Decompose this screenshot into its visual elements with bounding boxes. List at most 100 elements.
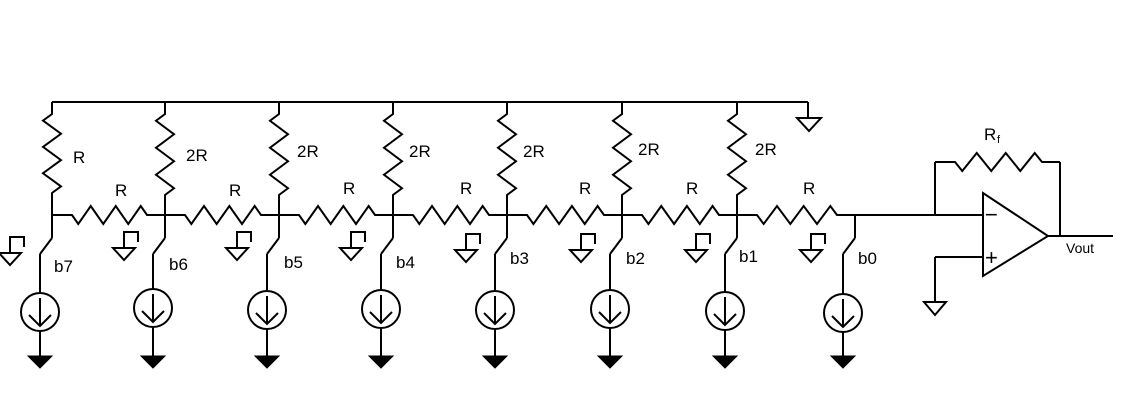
current-arrow-head (483, 312, 507, 326)
output-label: Vout (1066, 240, 1094, 256)
switch-off-ground-1 (223, 231, 252, 262)
switch-label-b2: b2 (626, 249, 645, 268)
series-resistor-0 (52, 204, 165, 226)
switch-blade (842, 237, 856, 255)
current-arrow-head (713, 313, 737, 327)
switch-blade (266, 237, 280, 255)
switch-7 (842, 215, 856, 356)
supply-arrow-icon-4 (481, 355, 509, 369)
current-arrow-head (255, 312, 279, 326)
resistor-zigzag (52, 204, 165, 226)
ground-lead (810, 233, 826, 250)
opamp-inverting-sign: − (985, 202, 998, 227)
shunt-resistor-label-2: 2R (297, 142, 319, 161)
shunt-resistor-2 (268, 102, 290, 207)
series-resistor-label-6: R (803, 179, 815, 198)
current-source-circle (20, 292, 60, 332)
resistor-zigzag (496, 102, 518, 207)
series-resistor-5 (622, 204, 737, 226)
switch-off-ground-3 (452, 233, 481, 264)
switch-label-b3: b3 (510, 249, 529, 268)
current-source-1 (133, 288, 173, 328)
current-arrow-head (369, 311, 393, 325)
resistor-zigzag (393, 204, 507, 226)
shunt-resistor-6 (726, 102, 748, 207)
current-source-circle (823, 293, 863, 333)
resistor-zigzag (279, 204, 393, 226)
switch-3 (380, 215, 394, 356)
opamp-ground-icon (921, 301, 949, 317)
ground-icon (337, 247, 365, 262)
ground-lead (123, 231, 139, 248)
series-resistor-4 (507, 204, 622, 226)
switch-blade (380, 237, 394, 255)
switch-blade (152, 237, 166, 255)
supply-arrow-icon-0 (26, 355, 54, 369)
shunt-resistor-label-4: 2R (523, 142, 545, 161)
ground-icon (223, 247, 251, 262)
switch-blade (494, 237, 508, 255)
series-resistor-6 (737, 204, 855, 226)
series-resistor-label-1: R (229, 181, 241, 200)
switch-4 (494, 215, 508, 356)
switch-off-ground-b7 (0, 236, 25, 267)
current-source-circle (590, 289, 630, 329)
opamp-triangle (982, 191, 1050, 278)
supply-arrow-icon-3 (367, 355, 395, 369)
shunt-resistor-label-5: 2R (638, 140, 660, 159)
switch-label-b0: b0 (858, 249, 877, 268)
ground-icon (452, 249, 480, 264)
shunt-resistor-5 (611, 102, 633, 207)
series-resistor-3 (393, 204, 507, 226)
ground-icon (567, 249, 595, 264)
resistor-zigzag (41, 102, 63, 205)
resistor-zigzag (268, 102, 290, 207)
shunt-resistor-3 (382, 102, 404, 207)
current-source-6 (705, 291, 745, 331)
series-resistor-label-0: R (115, 181, 127, 200)
resistor-zigzag (507, 204, 622, 226)
resistor-zigzag (737, 204, 855, 226)
feedback-resistor-subscript: f (997, 134, 1001, 146)
shunt-resistor-label-0: R (73, 148, 85, 167)
current-source-0 (20, 292, 60, 332)
resistor-zigzag (165, 204, 279, 226)
switch-off-ground-0 (110, 231, 139, 262)
switch-off-ground-2 (337, 231, 366, 262)
current-arrow-head (831, 315, 855, 329)
ground-icon (682, 249, 710, 264)
feedback-resistor (935, 151, 1060, 173)
switch-0 (39, 215, 53, 356)
switch-6 (724, 215, 738, 356)
wires (51, 101, 1113, 302)
current-source-7 (823, 293, 863, 333)
series-resistor-label-5: R (686, 179, 698, 198)
feedback-resistor-label: R (984, 125, 996, 144)
switch-label-b5: b5 (284, 253, 303, 272)
ground-lead (236, 231, 252, 248)
shunt-resistor-0 (41, 102, 63, 205)
series-resistor-1 (165, 204, 279, 226)
current-source-2 (247, 290, 287, 330)
top-bus-ground-icon (794, 117, 824, 133)
switch-label-b1: b1 (739, 247, 758, 266)
ground-lead (465, 233, 481, 250)
switch-off-ground-4 (567, 233, 596, 264)
resistor-zigzag (726, 102, 748, 207)
ground-icon (797, 249, 825, 264)
current-arrow-head (598, 311, 622, 325)
series-resistor-label-2: R (343, 179, 355, 198)
current-source-circle (247, 290, 287, 330)
switch-label-b4: b4 (396, 253, 415, 272)
current-source-circle (361, 289, 401, 329)
ground-lead (580, 233, 596, 250)
current-source-4 (475, 290, 515, 330)
switch-2 (266, 215, 280, 356)
series-resistor-label-3: R (460, 179, 472, 198)
current-source-circle (705, 291, 745, 331)
ground-lead (9, 236, 25, 253)
shunt-resistor-1 (154, 102, 176, 207)
current-source-3 (361, 289, 401, 329)
shunt-resistor-4 (496, 102, 518, 207)
